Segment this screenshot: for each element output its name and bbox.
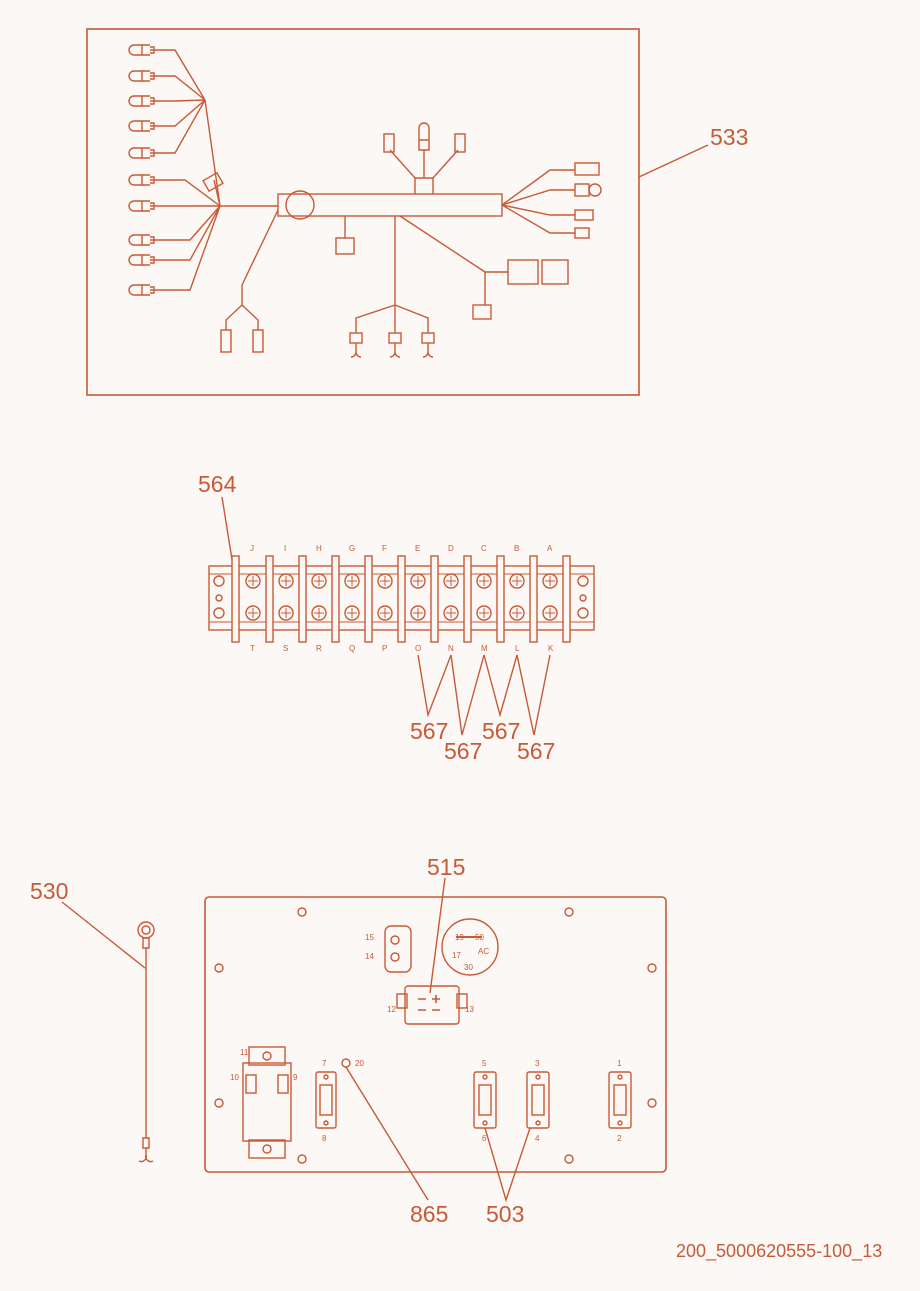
lower-left-branch	[220, 209, 355, 353]
terminal-label-E: E	[415, 544, 421, 553]
terminal-label-K: K	[548, 644, 554, 653]
breaker-label-AC: AC	[478, 947, 490, 956]
terminal-screws	[245, 573, 558, 621]
terminal-label-I: I	[284, 544, 287, 553]
terminal-label-A: A	[547, 544, 553, 553]
terminal-label-Q: Q	[349, 644, 356, 653]
switch-3-4	[526, 1071, 550, 1129]
terminal-label-O: O	[415, 644, 422, 653]
switch-label-2: 2	[617, 1134, 622, 1143]
switch-5-6	[473, 1071, 497, 1129]
terminal-label-T: T	[250, 644, 255, 653]
switch-label-7: 7	[322, 1059, 327, 1068]
outlet-label-11: 11	[240, 1048, 249, 1057]
callout-567-a: 567	[410, 718, 449, 744]
terminal-block-564	[208, 496, 595, 736]
terminal-label-N: N	[448, 644, 454, 653]
outlet-label-9: 9	[293, 1073, 298, 1082]
top-branch	[383, 122, 466, 194]
callout-567-b: 567	[444, 738, 483, 764]
indicator-label-20: 20	[355, 1059, 364, 1068]
terminal-label-P: P	[382, 644, 388, 653]
relay-label-15: 15	[365, 933, 374, 942]
left-fan-wires	[150, 49, 278, 291]
terminal-label-C: C	[481, 544, 487, 553]
callout-567-c: 567	[482, 718, 521, 744]
switch-label-3: 3	[535, 1059, 540, 1068]
terminal-label-J: J	[250, 544, 254, 553]
breaker-label-30: 30	[464, 963, 473, 972]
switch-label-1: 1	[617, 1059, 622, 1068]
lower-middle-branch	[349, 216, 435, 358]
terminal-label-F: F	[382, 544, 387, 553]
rocker-label-13: 13	[465, 1005, 474, 1014]
callout-503: 503	[486, 1201, 525, 1227]
terminal-barriers	[231, 555, 571, 643]
breaker-label-50: 50	[475, 933, 484, 942]
switch-label-4: 4	[535, 1134, 540, 1143]
callout-564: 564	[198, 471, 237, 497]
callout-530: 530	[30, 878, 69, 904]
callout-515: 515	[427, 854, 466, 880]
terminal-label-R: R	[316, 644, 322, 653]
breaker-label-17: 17	[452, 951, 461, 960]
fork-terminals-left	[128, 44, 155, 296]
outlet-label-10: 10	[230, 1073, 239, 1082]
control-panel	[204, 877, 667, 1203]
figure-id: 200_5000620555-100_13	[676, 1241, 883, 1261]
relay-label-14: 14	[365, 952, 374, 961]
switch-label-6: 6	[482, 1134, 487, 1143]
switch-1-2	[608, 1071, 632, 1129]
lower-right-branch	[399, 215, 569, 320]
terminal-label-H: H	[316, 544, 322, 553]
switch-label-5: 5	[482, 1059, 487, 1068]
terminal-label-L: L	[515, 644, 520, 653]
callout-533: 533	[710, 124, 749, 150]
wiring-harness-533	[86, 28, 709, 396]
right-fan-terminals	[501, 162, 602, 239]
terminal-label-S: S	[283, 644, 289, 653]
terminal-label-M: M	[481, 644, 488, 653]
terminal-label-D: D	[448, 544, 454, 553]
switch-label-8: 8	[322, 1134, 327, 1143]
callout-865: 865	[410, 1201, 449, 1227]
rocker-label-12: 12	[387, 1005, 396, 1014]
breaker-label-19: 19	[455, 933, 464, 942]
terminal-label-B: B	[514, 544, 520, 553]
callout-567-d: 567	[517, 738, 556, 764]
switch-7-8	[315, 1071, 337, 1129]
ground-wire-530	[61, 901, 155, 1163]
jumper-leaders-567	[417, 654, 551, 736]
terminal-label-G: G	[349, 544, 356, 553]
